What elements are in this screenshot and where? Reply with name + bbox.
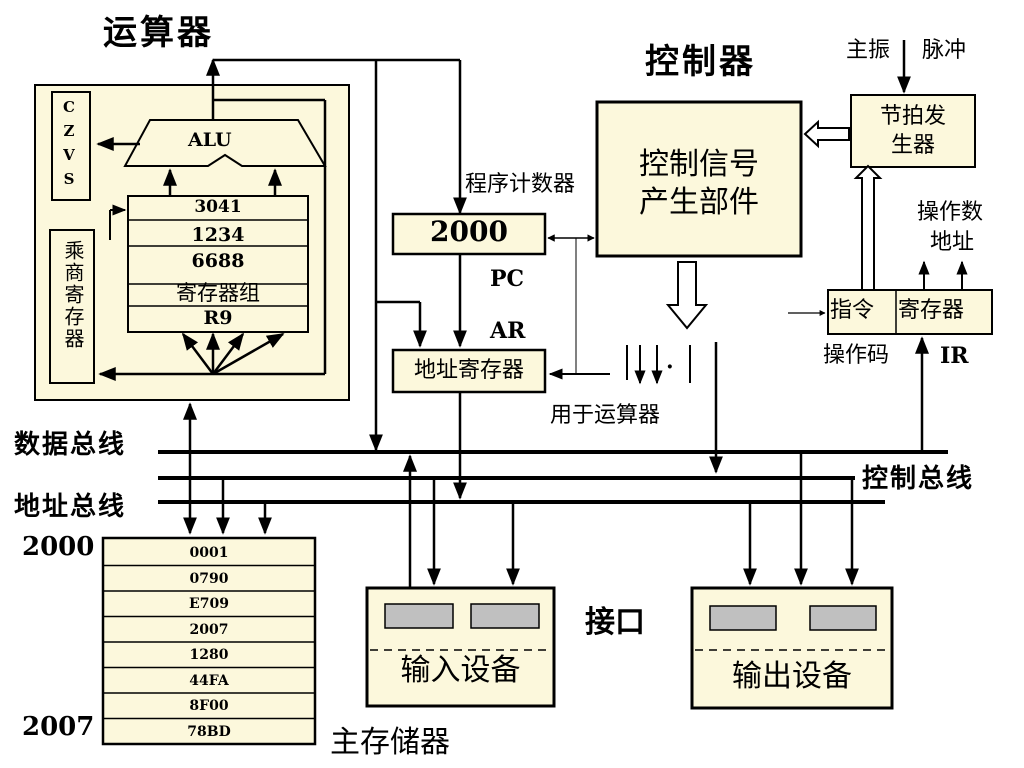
signal-unit-line2: 产生部件	[639, 185, 759, 220]
memory-cell: 1280	[189, 647, 229, 663]
ar-box-label: 地址寄存器	[413, 358, 524, 383]
ar-name: AR	[490, 318, 526, 344]
memory-cell: 0001	[189, 545, 229, 561]
address-bus-label: 地址总线	[14, 492, 127, 522]
memory-cell: 8F00	[189, 698, 229, 714]
control-bus-label: 控制总线	[862, 464, 975, 494]
signal-unit-line1: 控制信号	[639, 147, 759, 182]
control-unit-title: 控制器	[645, 42, 756, 82]
register-group	[127, 195, 309, 333]
memory-start-address: 2000	[22, 532, 95, 562]
mulq-label: 乘商寄存器	[61, 240, 85, 350]
alu-unit-title: 运算器	[103, 13, 214, 53]
ir-box-label-1: 指令	[830, 298, 875, 323]
pulse-label: 脉冲	[922, 38, 967, 63]
flags-box	[51, 91, 91, 201]
memory-cell: 0790	[189, 570, 229, 587]
operand-addr-line1: 操作数	[917, 200, 984, 225]
memory-cell: 44FA	[189, 672, 229, 689]
memory-cell: 78BD	[187, 723, 231, 740]
register-r9: R9	[203, 307, 233, 329]
output-device-label: 输出设备	[732, 659, 852, 694]
control-signal-box	[595, 100, 803, 258]
pc-value: 2000	[430, 215, 508, 248]
ir-name: IR	[940, 343, 969, 369]
mulq-box	[49, 229, 95, 384]
input-device-label: 输入设备	[400, 653, 521, 688]
alu-shape	[123, 119, 327, 167]
timing-generator-box	[850, 94, 976, 168]
register-row-1: 3041	[194, 197, 242, 217]
timing-line1: 节拍发	[879, 104, 946, 129]
pc-name: PC	[490, 266, 525, 292]
pc-caption: 程序计数器	[465, 172, 576, 197]
timing-line2: 生器	[890, 133, 935, 158]
ir-box	[827, 289, 993, 335]
alu-label: ALU	[188, 129, 232, 151]
register-row-3: 6688	[191, 250, 245, 272]
dots-label: ·	[666, 354, 674, 380]
operand-addr-line2: 地址	[930, 230, 975, 255]
memory-end-address: 2007	[22, 712, 95, 742]
memory-cell: E709	[189, 596, 229, 612]
ir-box-label-2: 寄存器	[898, 298, 965, 323]
for-alu-label: 用于运算器	[550, 403, 661, 428]
register-row-2: 1234	[191, 224, 245, 246]
memory-cell: 2007	[189, 621, 229, 638]
opcode-label: 操作码	[823, 343, 890, 368]
pc-box	[391, 212, 547, 256]
memory-block	[101, 536, 317, 746]
ar-box	[391, 348, 547, 394]
main-memory-title: 主存储器	[330, 725, 450, 760]
data-bus-label: 数据总线	[14, 430, 127, 460]
clock-label: 主振	[846, 38, 891, 63]
register-group-label: 寄存器组	[176, 281, 260, 305]
flags-label: CZVS	[60, 98, 78, 194]
interface-title: 接口	[585, 605, 645, 640]
